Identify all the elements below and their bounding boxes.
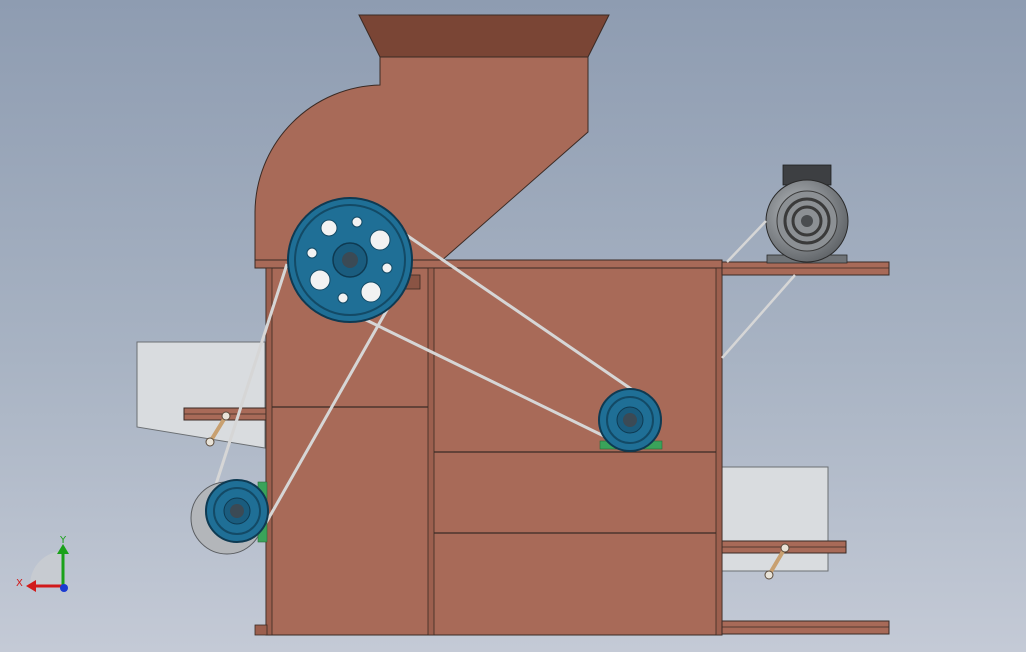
right-discharge-chute [721,466,847,580]
main-pulley [287,197,413,323]
y-axis-arrow [57,544,69,586]
drive-belts [207,230,641,531]
electric-motor [726,164,849,264]
x-axis-label: X [16,578,23,589]
z-axis-dot [60,584,68,592]
motor-support-rails [721,261,890,635]
coordinate-triad[interactable]: X Y [16,535,69,592]
y-axis-label: Y [59,535,67,546]
left-discharge-chute [136,341,267,449]
fan-pulley [190,479,269,555]
feed-hopper [358,14,610,58]
x-axis-arrow [26,580,63,592]
middle-pulley [598,388,663,452]
